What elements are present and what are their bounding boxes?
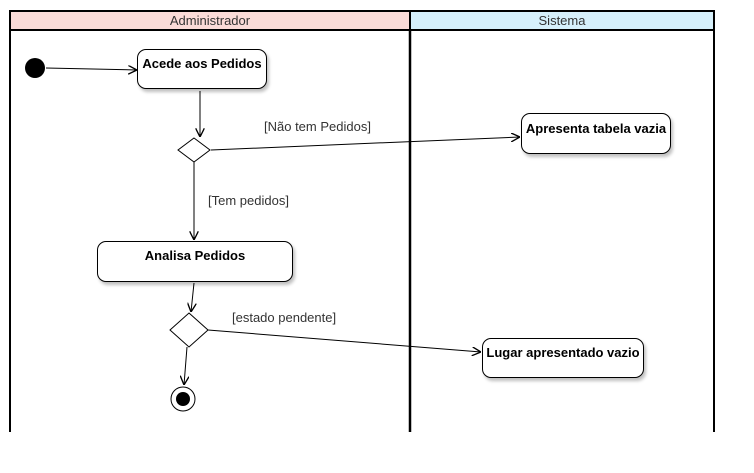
action-analisa-pedidos: Analisa Pedidos [97, 241, 293, 282]
edge-decision-to-apresenta [210, 137, 520, 151]
action-acede-aos-pedidos: Acede aos Pedidos [137, 49, 267, 89]
action-lugar-apresentado-vazio: Lugar apresentado vazio [482, 338, 644, 378]
lane-header-administrador: Administrador [9, 10, 411, 31]
guard-estado-pendente: [estado pendente] [232, 310, 337, 325]
edge-decision2-to-final [184, 346, 187, 385]
decision-node [177, 137, 211, 163]
guard-nao-tem-pedidos: [Não tem Pedidos] [264, 119, 371, 134]
final-node-core [176, 392, 190, 406]
edge-decision2-to-lugar [207, 329, 481, 352]
initial-node [25, 58, 45, 78]
action-label: Acede aos Pedidos [142, 56, 262, 71]
action-apresenta-tabela-vazia: Apresenta tabela vazia [521, 113, 671, 154]
decision-node-2 [169, 312, 209, 348]
lane-title: Administrador [169, 13, 251, 28]
lane-header-sistema: Sistema [409, 10, 715, 31]
guard-tem-pedidos: [Tem pedidos] [208, 193, 289, 208]
edge-start-to-acede [45, 68, 137, 70]
action-label: Apresenta tabela vazia [525, 121, 667, 136]
action-label: Lugar apresentado vazio [486, 345, 640, 360]
edge-analisa-to-decision2 [191, 282, 194, 312]
lane-title: Sistema [538, 13, 586, 28]
action-label: Analisa Pedidos [144, 248, 246, 263]
